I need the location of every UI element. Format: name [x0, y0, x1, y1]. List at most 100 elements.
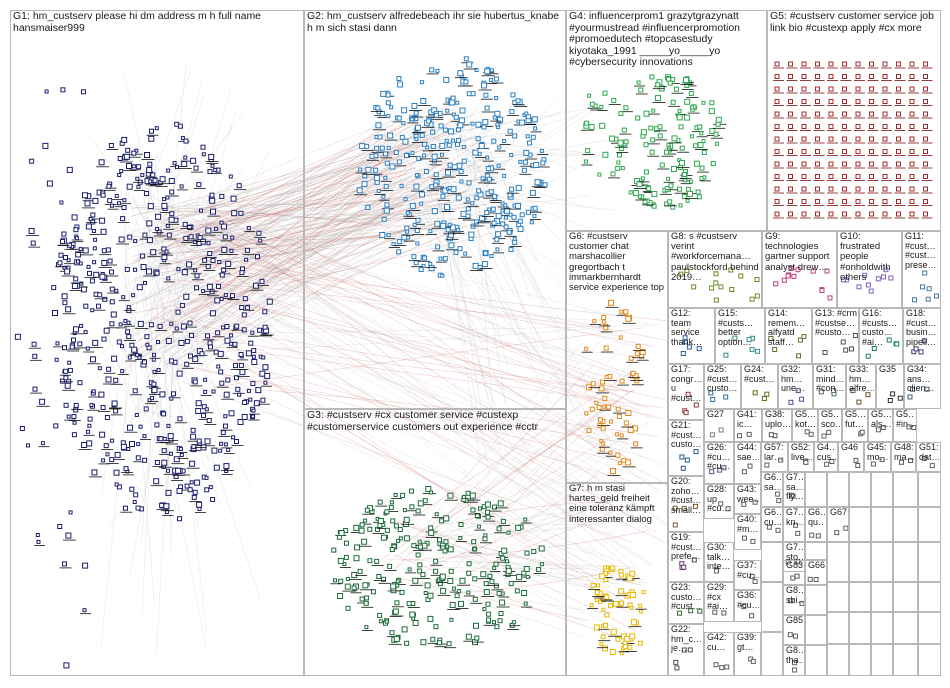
group-label: G38: uplo… [765, 410, 790, 429]
group-label: G4: influencerprom1 grazytgrazynatt #you… [569, 11, 741, 68]
group-label: G20: zoho… #cust… small… [671, 477, 702, 515]
group-g57: G57: lar… [761, 442, 788, 472]
group-g32: G32: hm… une… [778, 364, 813, 409]
group-g37: G37: #cu… [734, 560, 761, 590]
group-g38: G38: uplo… [762, 409, 792, 442]
group-g30: G30: talk… inte… [704, 542, 734, 582]
group-cell [805, 615, 827, 645]
group-label: G5… fut… [845, 410, 866, 429]
group-g26: G26: #cu… #cu… [704, 442, 734, 484]
group-label: G5… sco… [821, 410, 840, 429]
group-label: G67 [830, 508, 847, 517]
group-label: G11: #cust… #cust… prese… [905, 232, 937, 270]
group-label: G25: #cust… custo… [707, 365, 738, 394]
group-cell [918, 507, 941, 542]
group-label: G45: mo… [867, 443, 889, 462]
group-g16: G16: #custs… custo… #ai… [859, 308, 903, 364]
group-g15: G15: #custs… better option… [715, 308, 765, 364]
group-g7a: G7… sa… fly… [783, 472, 805, 507]
group-g9: G9: technologies gartner support analyst… [762, 231, 837, 308]
group-label: G8… sbi… [786, 586, 803, 605]
group-cell [827, 472, 849, 507]
group-label: G5… #in… [896, 410, 915, 429]
group-g66: G66 [805, 560, 827, 585]
group-cell [805, 542, 827, 560]
group-cell [893, 472, 918, 507]
group-label: G40: #m… [737, 515, 759, 534]
group-g4: G4: influencerprom1 grazytgrazynatt #you… [566, 10, 767, 231]
group-label: G24: #cust… [744, 365, 775, 384]
group-label: G2: hm_custserv alfredebeach ihr sie hub… [307, 11, 560, 34]
group-cell [849, 542, 871, 582]
group-cell [918, 472, 941, 507]
group-label: G83 [786, 561, 803, 570]
group-cell [893, 507, 918, 542]
group-label: G18: #cust… busin… pipeli… [906, 309, 937, 347]
group-label: G21: #cust… custo… [671, 421, 702, 450]
group-g5c: G5… sco… [818, 409, 842, 442]
group-g7: G7: h m stasi hartes_geld freiheit eine … [566, 483, 668, 676]
group-cell [849, 582, 871, 612]
group-label: G52: live… [791, 443, 812, 462]
group-label: G41: ic… [737, 410, 757, 429]
group-label: G37: #cu… [737, 561, 759, 580]
group-g85: G85 [783, 615, 805, 645]
group-cell [805, 472, 827, 507]
group-g22: G22: hm_c… je… [668, 624, 704, 676]
group-label: G85 [786, 616, 803, 625]
group-label: G6… sa… [764, 473, 781, 492]
group-g35: G35 [876, 364, 904, 409]
group-g21: G21: #cust… custo… [668, 420, 704, 476]
group-g33: G33: hm… alfre… [846, 364, 876, 409]
group-label: G5: #custserv customer service job link … [770, 11, 934, 34]
group-g12: G12: team service thank… [668, 308, 715, 364]
group-cell [849, 644, 871, 676]
group-cell [805, 645, 827, 676]
group-g31: G31: mind… #con… [813, 364, 846, 409]
group-cell [893, 542, 918, 582]
group-label: G14: remem… alfyatd staff… [768, 309, 806, 347]
group-label: G6… qu… [808, 508, 825, 527]
group-label: G34: ans… clien… [907, 365, 935, 394]
group-g83: G83 [783, 560, 805, 585]
group-cell [918, 612, 941, 644]
group-g5b: G5… kot… [792, 409, 818, 442]
group-label: G28: up #cu… [707, 485, 731, 514]
group-label: G33: hm… alfre… [849, 365, 874, 394]
group-label: G16: #custs… custo… #ai… [862, 309, 898, 347]
group-g3: G3: #custserv #cx customer service #cust… [304, 409, 566, 676]
group-label: G36: #cu… [737, 591, 759, 610]
group-g4x: G4… cus… [814, 442, 838, 472]
group-g25: G25: #cust… custo… [704, 364, 741, 409]
group-g44: G44: sae… [734, 442, 761, 484]
group-cell [893, 582, 918, 612]
group-label: G13: #crm #custse… #custo… [815, 309, 857, 338]
group-cell [827, 612, 849, 644]
group-g67: G67 [827, 507, 849, 542]
group-label: G26: #cu… #cu… [707, 443, 731, 472]
group-cell [761, 582, 783, 632]
group-g14: G14: remem… alfyatd staff… [765, 308, 812, 364]
group-cell [871, 507, 893, 542]
group-cell [827, 644, 849, 676]
group-label: G51: dat… [919, 443, 939, 462]
group-label: G4… cus… [817, 443, 836, 462]
group-cell [871, 542, 893, 582]
group-cell [871, 582, 893, 612]
group-g48: G48: ma… [891, 442, 916, 472]
group-cell [761, 632, 783, 676]
group-g1: G1: hm_custserv please hi dm address m h… [10, 10, 304, 676]
group-g5f: G5… #in… [893, 409, 917, 442]
group-cell [827, 542, 849, 582]
group-g20: G20: zoho… #cust… small… [668, 476, 704, 532]
group-label: G32: hm… une… [781, 365, 806, 394]
group-g18: G18: #cust… busin… pipeli… [903, 308, 941, 364]
group-label: G12: team service thank… [671, 309, 703, 347]
group-g13: G13: #crm #custse… #custo… [812, 308, 859, 364]
group-label: G3: #custserv #cx customer service #cust… [307, 410, 539, 433]
group-label: G46 [841, 443, 859, 452]
group-cell [918, 644, 941, 676]
group-g29: G29: #cx #ai… [704, 582, 734, 622]
group-label: G8: s #custserv verint #workforcemana… p… [671, 232, 759, 283]
